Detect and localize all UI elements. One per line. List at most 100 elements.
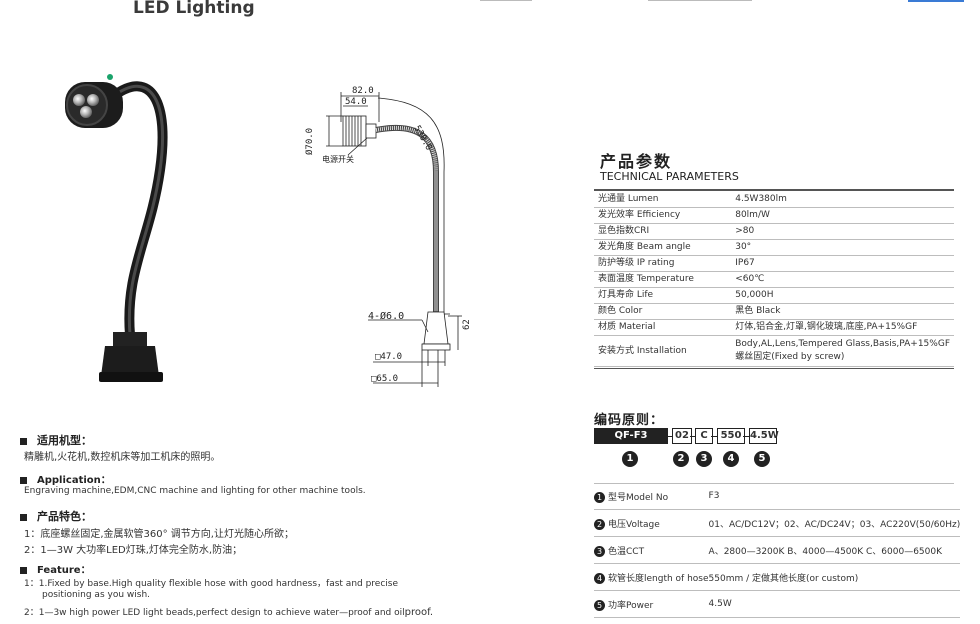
dim-70: Ø70.0 <box>305 127 315 155</box>
dim-47: □47.0 <box>375 352 403 362</box>
param-key: 防护等级 IP rating <box>594 255 732 272</box>
feature-en-1a: 1：1.Fixed by base.High quality flexible … <box>24 579 399 589</box>
code-box-voltage: 02 <box>672 428 692 444</box>
code-key-label: 型号Model No <box>608 492 669 503</box>
top-accent-bar <box>908 0 964 2</box>
params-title-en: TECHNICAL PARAMETERS <box>600 170 739 183</box>
number-circle-icon: 1 <box>594 491 605 503</box>
code-box-model: QF-F3 <box>594 428 668 444</box>
square-bullet-icon <box>20 476 27 484</box>
table-row: 显色指数CRI>80 <box>594 223 954 240</box>
dimension-drawing <box>326 92 462 387</box>
param-key: 灯具寿命 Life <box>594 287 732 304</box>
number-circle-1: 1 <box>622 451 638 467</box>
dim-62: 62 <box>462 319 472 330</box>
code-box-length: 550 <box>717 428 745 444</box>
page-title: LED Lighting <box>133 0 255 18</box>
param-value: >80 <box>731 223 954 240</box>
top-divider <box>648 0 752 1</box>
param-key: 表面温度 Temperature <box>594 271 732 288</box>
coding-title: 编码原则： <box>594 413 665 428</box>
code-value: 01、AC/DC12V；02、AC/DC24V；03、AC220V(50/60H… <box>708 509 961 537</box>
product-photo <box>65 74 168 382</box>
square-bullet-icon <box>20 513 27 521</box>
code-key-label: 软管长度length of hose <box>608 573 709 584</box>
params-title-cn: 产品参数 <box>600 152 673 171</box>
params-bottom-rule <box>594 368 954 369</box>
section-heading-application-en: Application： <box>20 471 111 486</box>
section-heading-feature-en: Feature： <box>20 561 91 576</box>
param-value: 灯体,铝合金,灯罩,钢化玻璃,底座,PA+15%GF <box>731 319 954 336</box>
param-value: 4.5W380lm <box>731 192 954 208</box>
power-indicator <box>107 74 113 80</box>
application-cn-text: 精雕机,火花机,数控机床等加工机床的照明。 <box>24 452 221 463</box>
code-box-power: 4.5W <box>749 428 779 444</box>
number-circle-icon: 5 <box>594 599 605 611</box>
feature-en-2: 2：1—3w high power LED light beads,perfec… <box>24 607 434 618</box>
number-circle-3: 3 <box>696 451 712 467</box>
number-circle-icon: 2 <box>594 518 605 530</box>
param-key: 发光角度 Beam angle <box>594 239 732 256</box>
code-value: 550mm / 定做其他长度(or custom) <box>708 563 961 591</box>
gooseneck-hose <box>110 81 168 340</box>
param-value: 80lm/W <box>731 207 954 224</box>
number-circle-2: 2 <box>673 451 689 467</box>
dim-65: □65.0 <box>371 374 399 384</box>
table-row: 表面温度 Temperature<60℃ <box>594 271 954 288</box>
param-key: 发光效率 Efficiency <box>594 207 732 224</box>
param-key: 安装方式 Installation <box>594 335 732 367</box>
number-circle-5: 5 <box>754 451 770 467</box>
code-key-label: 色温CCT <box>608 546 645 557</box>
code-value: A、2800—3200K B、4000—4500K C、6000—6500K <box>708 536 961 564</box>
param-key: 显色指数CRI <box>594 223 732 240</box>
dim-54: 54.0 <box>345 97 367 107</box>
param-key: 光通量 Lumen <box>594 192 732 208</box>
number-circle-icon: 4 <box>594 572 605 584</box>
code-value: 4.5W <box>708 590 961 618</box>
param-value: 黑色 Black <box>731 303 954 320</box>
application-en-text: Engraving machine,EDM,CNC machine and li… <box>24 486 366 496</box>
lamp-head <box>65 74 123 128</box>
number-circle-icon: 3 <box>594 545 605 557</box>
param-key: 材质 Material <box>594 319 732 336</box>
feature-cn-1: 1：底座螺丝固定,金属软管360° 调节方向,让灯光随心所欲； <box>24 529 294 540</box>
switch-label: 电源开关 <box>322 155 354 164</box>
number-circle-4: 4 <box>723 451 739 467</box>
param-value: 50,000H <box>731 287 954 304</box>
feature-cn-2: 2：1—3W 大功率LED灯珠,灯体完全防水,防油； <box>24 545 243 556</box>
top-divider <box>480 0 532 1</box>
dim-hole: 4-Ø6.0 <box>368 311 405 322</box>
params-top-rule <box>594 189 954 191</box>
feature-en-1b: positioning as you wish. <box>42 590 151 600</box>
dim-82: 82.0 <box>352 86 374 96</box>
square-bullet-icon <box>20 566 27 574</box>
square-bullet-icon <box>20 437 27 445</box>
param-value: 30° <box>731 239 954 256</box>
param-key: 颜色 Color <box>594 303 732 320</box>
code-value: F3 <box>708 483 961 510</box>
param-value: IP67 <box>731 255 954 272</box>
table-row: 安装方式 Installation Body,AL,Lens,Tempered … <box>594 335 954 367</box>
code-key-label: 功率Power <box>608 600 654 611</box>
param-value: <60℃ <box>731 271 954 288</box>
section-heading-feature-cn: 产品特色： <box>20 508 92 524</box>
code-key-label: 电压Voltage <box>608 519 660 530</box>
